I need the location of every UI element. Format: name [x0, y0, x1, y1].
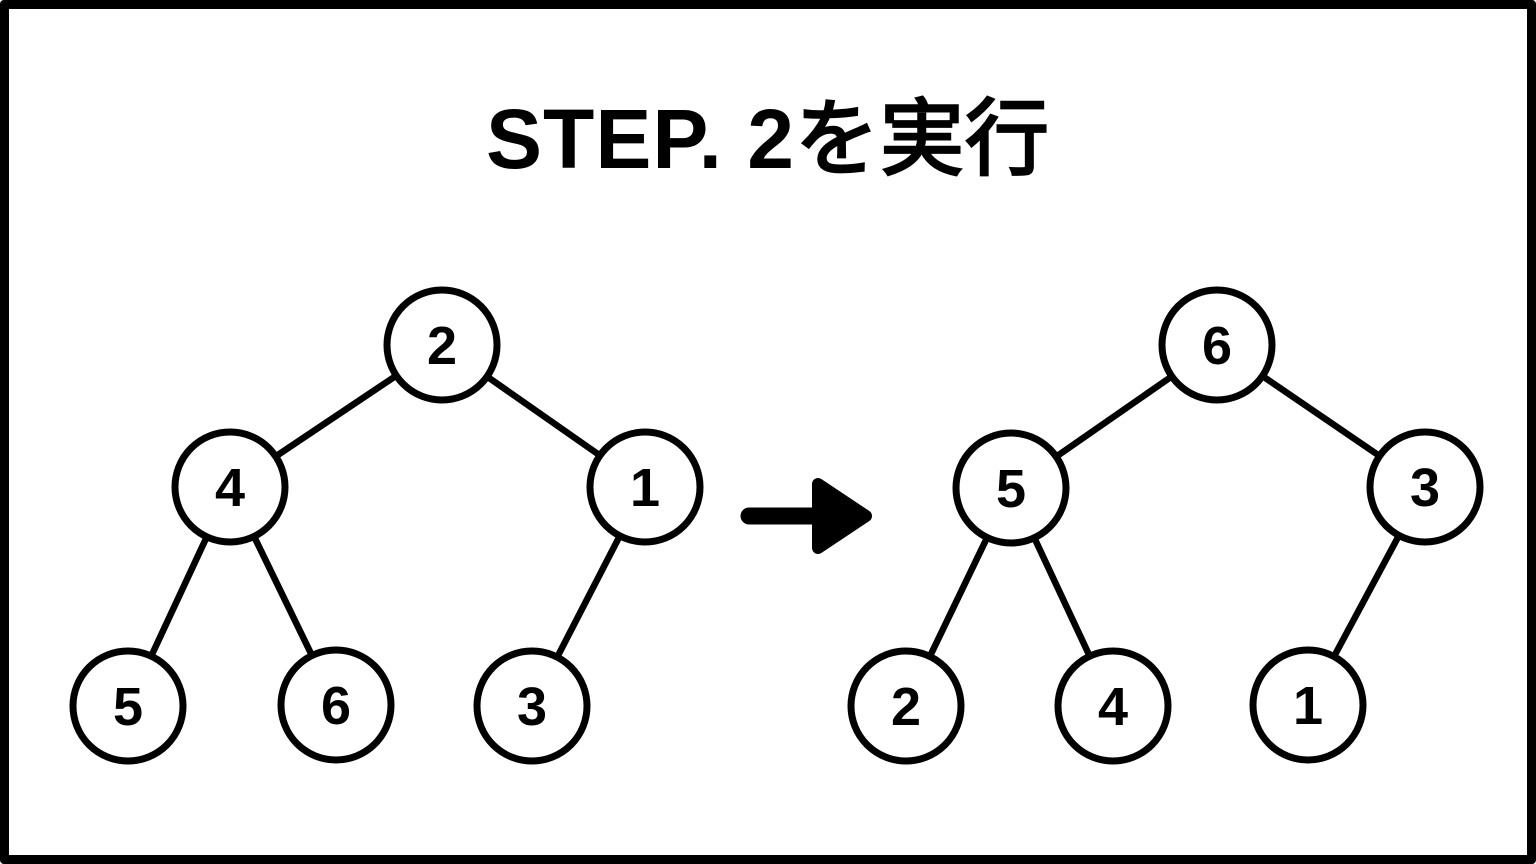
tree-node-circle: [171, 428, 289, 546]
tree-node-label: 2: [427, 316, 457, 376]
tree-node-circle: [473, 647, 591, 765]
tree-node-label: 1: [630, 458, 660, 518]
tree-node-label: 3: [517, 677, 547, 737]
tree-node-label: 6: [321, 676, 351, 736]
tree-diagram: 2 4 1 5 6 3 6 5 3 2 4 1: [69, 286, 1484, 765]
right-arrow-icon: [740, 478, 872, 554]
tree-node: 5: [952, 429, 1070, 547]
after-tree: 6 5 3 2 4 1: [847, 286, 1484, 765]
tree-node-circle: [1366, 428, 1484, 546]
before-tree: 2 4 1 5 6 3: [69, 286, 704, 765]
tree-node: 5: [69, 647, 187, 765]
tree-node-circle: [277, 646, 395, 764]
tree-node: 4: [1054, 647, 1172, 765]
tree-node: 2: [383, 286, 501, 404]
tree-node-circle: [847, 647, 965, 765]
tree-node-label: 2: [891, 677, 921, 737]
tree-node-circle: [586, 428, 704, 546]
tree-node: 2: [847, 647, 965, 765]
arrow-head: [812, 478, 872, 554]
tree-node: 1: [1249, 646, 1367, 764]
tree-node-circle: [69, 647, 187, 765]
tree-node-label: 1: [1293, 676, 1323, 736]
tree-node-label: 6: [1202, 316, 1232, 376]
tree-node: 6: [277, 646, 395, 764]
tree-node-label: 5: [996, 459, 1026, 519]
tree-node-label: 4: [215, 458, 245, 518]
tree-node-circle: [952, 429, 1070, 547]
tree-node-circle: [383, 286, 501, 404]
tree-node: 3: [473, 647, 591, 765]
tree-node: 4: [171, 428, 289, 546]
tree-node-label: 5: [113, 677, 143, 737]
page-title: STEP. 2を実行: [486, 92, 1050, 186]
tree-node-circle: [1054, 647, 1172, 765]
tree-node: 1: [586, 428, 704, 546]
tree-node-circle: [1249, 646, 1367, 764]
tree-node-label: 4: [1098, 677, 1128, 737]
tree-node-circle: [1158, 286, 1276, 404]
tree-node: 6: [1158, 286, 1276, 404]
tree-node-label: 3: [1410, 458, 1440, 518]
tree-node: 3: [1366, 428, 1484, 546]
trees-layer: 2 4 1 5 6 3 6 5 3 2 4 1: [69, 286, 1484, 765]
